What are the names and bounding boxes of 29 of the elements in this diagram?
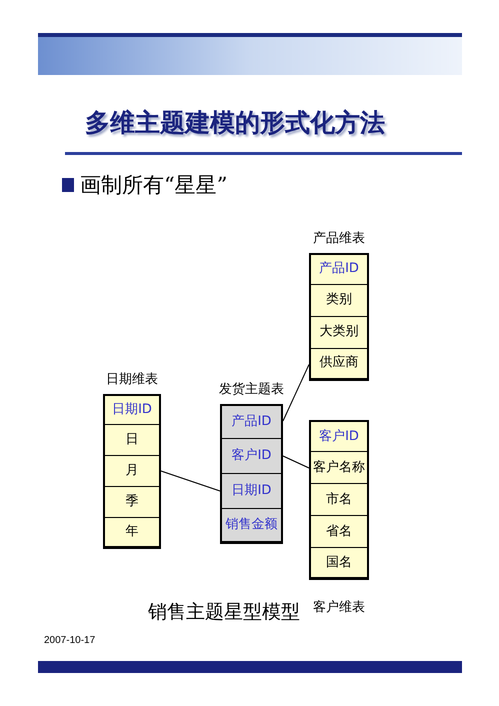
table-field-cell: 月 [103,456,161,486]
connector-line [282,364,310,422]
table-field-cell: 产品ID [309,252,369,284]
table-field-cell: 市名 [309,484,369,516]
date-text: 2007-10-17 [44,634,96,648]
table-heading: 客户维表 [313,599,365,617]
table-field-cell: 类别 [309,284,369,316]
table-field-cell: 客户名称 [309,452,369,484]
connector-line [282,456,310,468]
table-field-cell: 省名 [309,516,369,548]
table-field-cell: 季 [103,486,161,518]
table-field-cell: 日期ID [220,474,283,508]
table-field-cell: 年 [103,518,161,548]
table-heading: 日期维表 [106,371,158,389]
table-field-cell: 日 [103,424,161,456]
connector-line [160,470,220,492]
table-field-cell: 产品ID [220,404,283,438]
table-heading: 产品维表 [313,230,365,248]
table-field-cell: 客户ID [220,438,283,474]
table-field-cell: 客户ID [309,420,369,452]
table-heading: 发货主题表 [219,381,284,399]
bullet-text: 画制所有“星星” [80,172,228,199]
diagram-caption: 销售主题星型模型 [148,600,300,625]
table-field-cell: 销售金额 [220,508,283,544]
table-field-cell: 大类别 [309,316,369,348]
table-field-cell: 日期ID [103,394,161,424]
slide-title: 多维主题建模的形式化方法 [85,107,385,139]
table-field-cell: 国名 [309,548,369,580]
table-field-cell: 供应商 [309,348,369,380]
